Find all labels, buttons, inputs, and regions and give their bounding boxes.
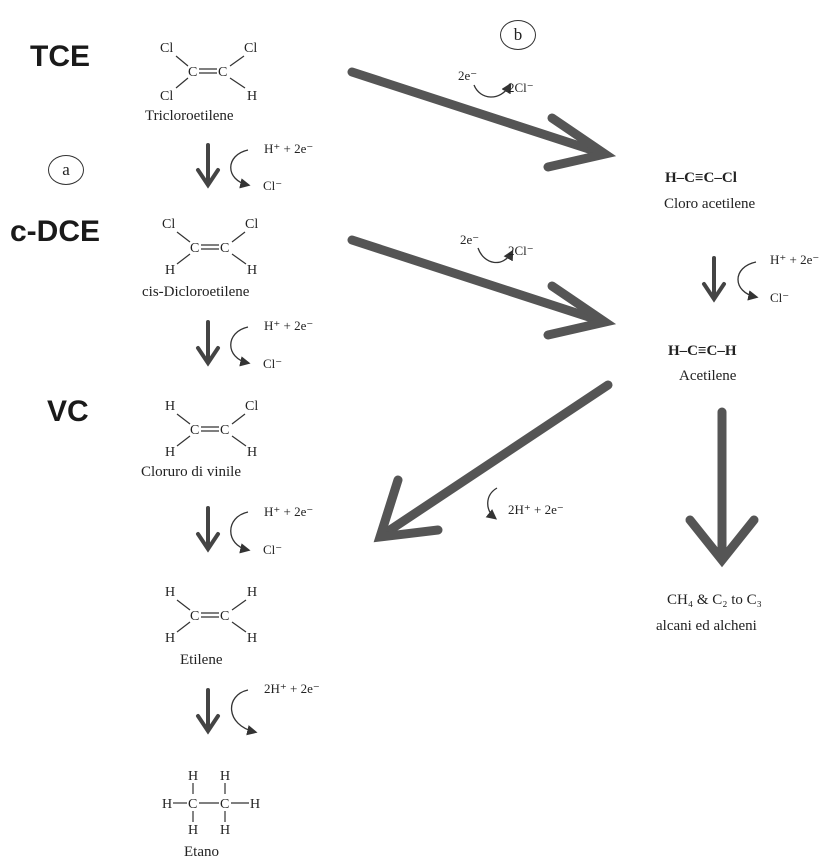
label-vc: VC [47,395,89,428]
svg-text:H: H [247,263,257,278]
svg-text:H: H [165,263,175,278]
cond-2e-2: 2e⁻ [460,232,479,247]
svg-text:Cl: Cl [162,217,175,232]
name-cloruro-vinile: Cloruro di vinile [141,464,241,480]
svg-text:Cl: Cl [245,399,258,414]
svg-text:H: H [247,631,257,646]
svg-text:C: C [220,609,229,624]
svg-text:H: H [220,823,230,838]
label-tce: TCE [30,40,90,73]
name-cloro-acetilene: Cloro acetilene [664,196,756,212]
svg-text:C: C [190,423,199,438]
svg-text:C: C [220,423,229,438]
svg-text:H: H [165,585,175,600]
svg-text:Cl: Cl [245,217,258,232]
svg-text:H: H [247,89,257,104]
svg-text:C: C [220,241,229,256]
cond-cl-3: Cl⁻ [263,542,282,557]
formula-acetilene: H–C≡C–H [668,343,737,359]
cond-2h2e-diag: 2H⁺ + 2e⁻ [508,502,564,517]
svg-text:H: H [188,823,198,838]
svg-text:H: H [162,797,172,812]
final-products-line1: CH₄ & C₂ to C₃ [667,592,762,608]
svg-text:Cl: Cl [160,41,173,56]
cond-h2e-1: H⁺ + 2e⁻ [264,141,313,156]
svg-text:H: H [165,445,175,460]
svg-text:H: H [247,445,257,460]
vc-structure: H Cl C C H H [165,399,258,460]
conditions: H⁺ + 2e⁻ Cl⁻ H⁺ + 2e⁻ Cl⁻ H⁺ + 2e⁻ Cl⁻ 2… [263,68,819,696]
down-arrows-left [196,143,726,735]
final-products-line2: alcani ed alcheni [656,618,757,634]
svg-text:C: C [190,241,199,256]
curved-arrows [230,82,759,736]
pathway-a-marker: a [48,155,84,185]
cond-h2e-right: H⁺ + 2e⁻ [770,252,819,267]
svg-text:Cl: Cl [160,89,173,104]
name-etilene: Etilene [180,652,223,668]
svg-text:C: C [220,797,229,812]
formula-cloro-acetilene: H–C≡C–Cl [665,170,737,186]
cond-2cl-1: 2Cl⁻ [508,80,534,95]
label-cdce: c-DCE [10,215,101,248]
name-dicloroetilene: cis-Dicloroetilene [142,284,250,300]
cond-2e-1: 2e⁻ [458,68,477,83]
big-arrows [347,67,759,568]
svg-text:C: C [218,65,227,80]
etilene-structure: H H C C H H [165,585,257,646]
cond-cl-2: Cl⁻ [263,356,282,371]
cdce-structure: Cl Cl C C H H [162,217,258,278]
cond-h2e-3: H⁺ + 2e⁻ [264,504,313,519]
svg-text:H: H [247,585,257,600]
svg-text:C: C [188,797,197,812]
svg-text:C: C [190,609,199,624]
name-acetilene: Acetilene [679,368,737,384]
pathway-b-marker: b [500,20,536,50]
cond-cl-1: Cl⁻ [263,178,282,193]
name-etano: Etano [184,844,219,860]
cond-2h2e: 2H⁺ + 2e⁻ [264,681,320,696]
svg-text:H: H [165,399,175,414]
cond-h2e-2: H⁺ + 2e⁻ [264,318,313,333]
svg-text:H: H [165,631,175,646]
svg-text:H: H [250,797,260,812]
cond-2cl-2: 2Cl⁻ [508,243,534,258]
svg-text:Cl: Cl [244,41,257,56]
svg-text:H: H [220,769,230,784]
cond-cl-right: Cl⁻ [770,290,789,305]
svg-text:C: C [188,65,197,80]
name-tricloroetilene: Tricloroetilene [145,108,234,124]
svg-text:H: H [188,769,198,784]
